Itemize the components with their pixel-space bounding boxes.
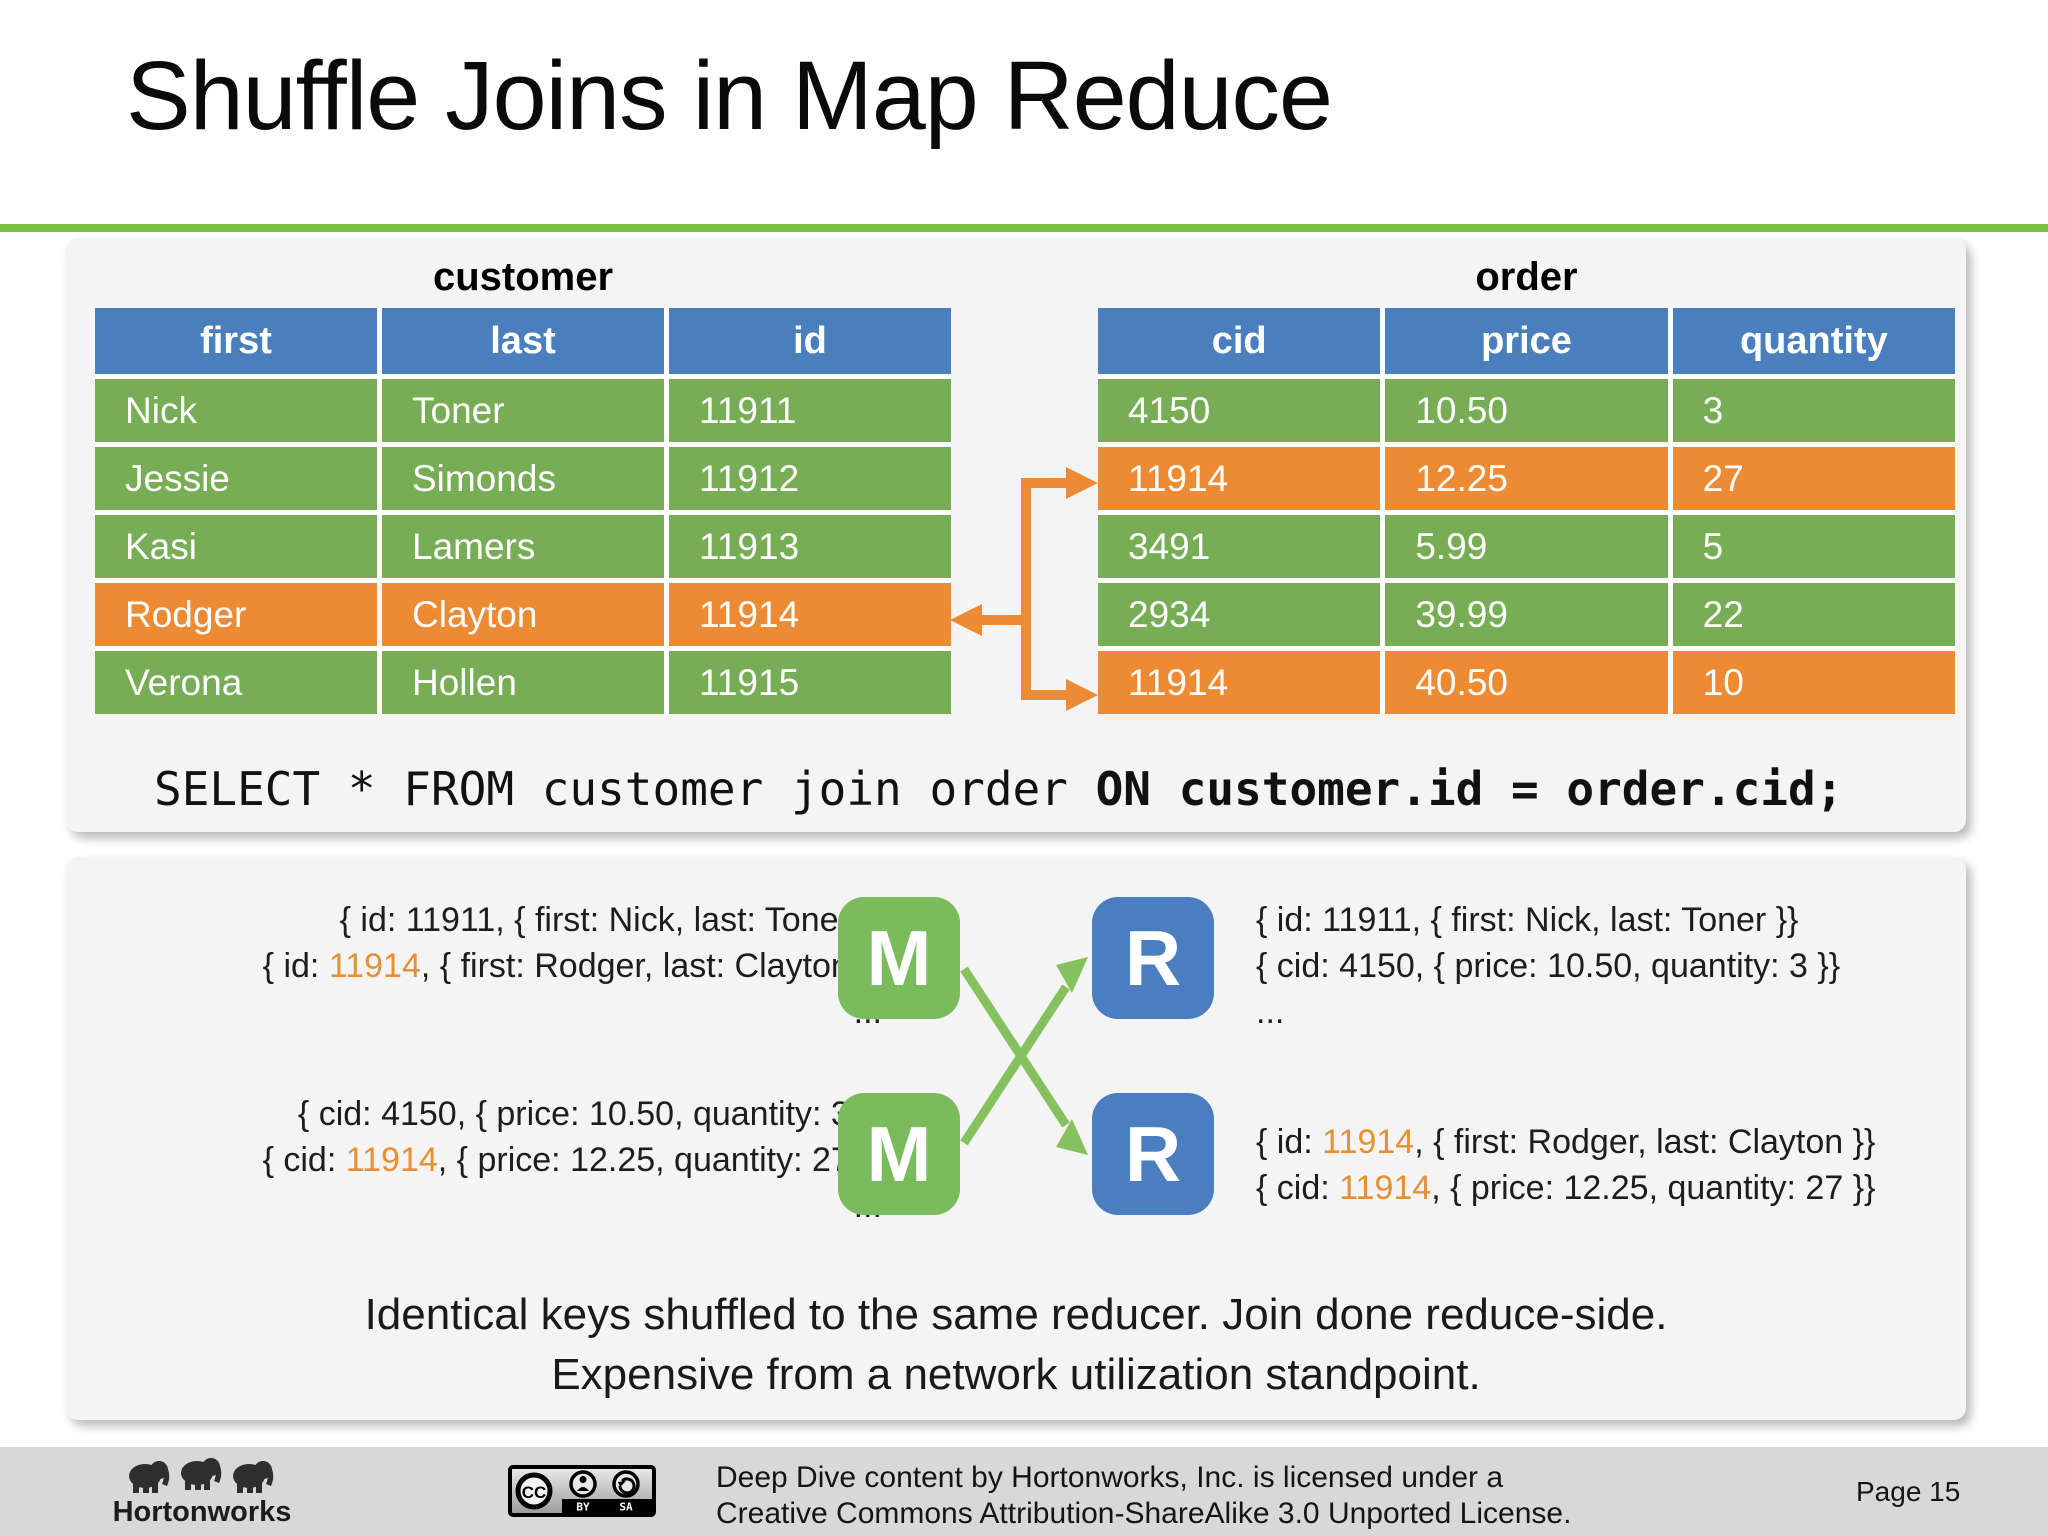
ellipsis-line: ...	[106, 1183, 882, 1229]
table-cell-highlighted: 11914	[669, 583, 951, 646]
map-node-2: M	[838, 1093, 960, 1215]
table-cell-highlighted: Rodger	[95, 583, 377, 646]
order-table-group: order cid price quantity 4150 10.50 3 11…	[1098, 246, 1955, 714]
customer-table: first last id Nick Toner 11911 Jessie Si…	[95, 308, 951, 714]
caption-line-2: Expensive from a network utilization sta…	[551, 1350, 1481, 1399]
table-cell: 5	[1672, 515, 1955, 578]
table-cell: Verona	[95, 651, 377, 714]
table-cell: Toner	[382, 379, 664, 442]
table-cell: 10.50	[1385, 379, 1668, 442]
reduce2-output-records: { id: 11914, { first: Rodger, last: Clay…	[1256, 1119, 1956, 1211]
cc-by-sa-badge-icon: CC BY SA	[508, 1465, 656, 1517]
table-cell: Hollen	[382, 651, 664, 714]
map-node-1: M	[838, 897, 960, 1019]
table-cell: 39.99	[1385, 583, 1668, 646]
record-line: { cid: 11914, { price: 12.25, quantity: …	[262, 1141, 882, 1179]
license-text: Deep Dive content by Hortonworks, Inc. i…	[716, 1460, 1571, 1532]
column-header: quantity	[1672, 308, 1955, 374]
by-label: BY	[576, 1501, 590, 1514]
order-table: cid price quantity 4150 10.50 3 11914 12…	[1098, 308, 1955, 714]
table-cell: 4150	[1098, 379, 1381, 442]
table-cell: 2934	[1098, 583, 1381, 646]
map2-input-records: { cid: 4150, { price: 10.50, quantity: 3…	[106, 1091, 882, 1229]
table-cell: 11912	[669, 447, 951, 510]
column-header: id	[669, 308, 951, 374]
customer-table-group: customer first last id Nick Toner 11911 …	[95, 246, 951, 714]
caption-line-1: Identical keys shuffled to the same redu…	[364, 1290, 1668, 1339]
table-cell-highlighted: 11914	[1098, 447, 1381, 510]
hortonworks-elephants-icon	[129, 1458, 274, 1493]
ellipsis-line: ...	[1256, 993, 1285, 1031]
tables-panel: customer first last id Nick Toner 11911 …	[66, 238, 1966, 832]
record-line: { id: 11914, { first: Rodger, last: Clay…	[1256, 1123, 1876, 1161]
table-cell-highlighted: 40.50	[1385, 651, 1668, 714]
mapreduce-panel: { id: 11911, { first: Nick, last: Toner …	[66, 857, 1966, 1420]
footer-bar: Hortonworks CC BY SA Deep Dive content b…	[0, 1447, 2048, 1536]
table-cell-highlighted: 10	[1672, 651, 1955, 714]
column-header: cid	[1098, 308, 1381, 374]
table-cell: Nick	[95, 379, 377, 442]
table-cell-highlighted: Clayton	[382, 583, 664, 646]
table-cell: 11913	[669, 515, 951, 578]
hortonworks-logo: Hortonworks	[112, 1452, 292, 1529]
table-cell: Jessie	[95, 447, 377, 510]
record-line: { id: 11911, { first: Nick, last: Toner …	[1256, 901, 1799, 939]
sql-query-normal: SELECT * FROM customer join order	[154, 762, 1096, 816]
customer-table-title: customer	[432, 254, 614, 299]
table-cell: Lamers	[382, 515, 664, 578]
page-number: Page 15	[1856, 1476, 1961, 1507]
reduce1-output-records: { id: 11911, { first: Nick, last: Toner …	[1256, 897, 1956, 1035]
order-table-title: order	[1475, 254, 1578, 299]
table-cell: 3	[1672, 379, 1955, 442]
table-cell: 22	[1672, 583, 1955, 646]
title-accent-line	[0, 224, 2048, 232]
table-cell: 3491	[1098, 515, 1381, 578]
column-header: first	[95, 308, 377, 374]
map1-input-records: { id: 11911, { first: Nick, last: Toner …	[106, 897, 882, 1035]
record-line: { cid: 4150, { price: 10.50, quantity: 3…	[1256, 947, 1841, 985]
license-line-2: Creative Commons Attribution-ShareAlike …	[716, 1497, 1572, 1530]
table-cell: 5.99	[1385, 515, 1668, 578]
record-line: { cid: 4150, { price: 10.50, quantity: 3…	[297, 1095, 882, 1133]
table-cell: Simonds	[382, 447, 664, 510]
reduce-node-1: R	[1092, 897, 1214, 1019]
column-header: price	[1385, 308, 1668, 374]
hortonworks-logo-text: Hortonworks	[112, 1496, 292, 1528]
caption-text: Identical keys shuffled to the same redu…	[66, 1285, 1966, 1405]
table-cell: 11915	[669, 651, 951, 714]
record-line: { cid: 11914, { price: 12.25, quantity: …	[1256, 1169, 1876, 1207]
cc-label: CC	[522, 1483, 547, 1502]
table-cell-highlighted: 12.25	[1385, 447, 1668, 510]
ellipsis-line: ...	[106, 989, 882, 1035]
reduce-node-2: R	[1092, 1093, 1214, 1215]
sql-query: SELECT * FROM customer join order ON cus…	[154, 762, 1843, 816]
record-line: { id: 11914, { first: Rodger, last: Clay…	[262, 947, 882, 985]
table-cell: Kasi	[95, 515, 377, 578]
record-line: { id: 11911, { first: Nick, last: Toner …	[339, 901, 882, 939]
column-header: last	[382, 308, 664, 374]
slide-title: Shuffle Joins in Map Reduce	[126, 41, 1333, 150]
license-line-1: Deep Dive content by Hortonworks, Inc. i…	[716, 1461, 1504, 1494]
table-cell-highlighted: 27	[1672, 447, 1955, 510]
sa-label: SA	[619, 1501, 633, 1514]
sql-query-bold: ON customer.id = order.cid;	[1095, 762, 1844, 816]
table-cell-highlighted: 11914	[1098, 651, 1381, 714]
table-cell: 11911	[669, 379, 951, 442]
